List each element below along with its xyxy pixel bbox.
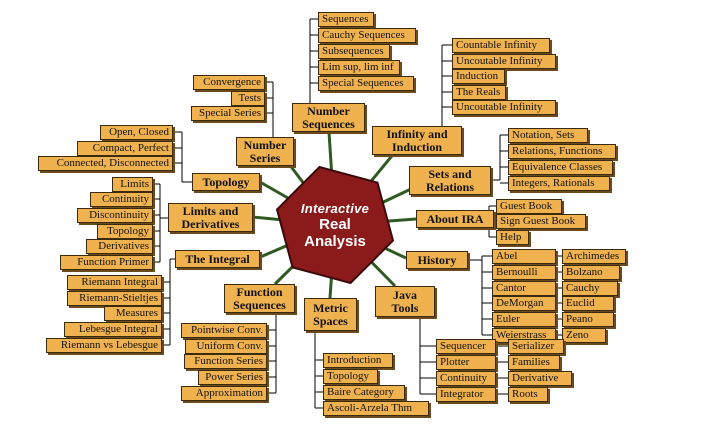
leaf-continuity[interactable]: Continuity [90, 192, 153, 207]
leaf-lebesgue-integral[interactable]: Lebesgue Integral [64, 322, 162, 337]
leaf-induction[interactable]: Induction [452, 69, 505, 84]
leaf-zeno[interactable]: Zeno [562, 328, 606, 343]
leaf-special-sequences[interactable]: Special Sequences [318, 76, 414, 91]
leaf-baire-category[interactable]: Baire Category [323, 385, 405, 400]
leaf-integrator[interactable]: Integrator [436, 387, 496, 402]
category-java-tools[interactable]: Java Tools [375, 286, 435, 317]
leaf-approximation[interactable]: Approximation [181, 386, 267, 401]
leaf-roots[interactable]: Roots [508, 387, 548, 402]
leaf-cantor[interactable]: Cantor [492, 281, 556, 296]
leaf-serializer[interactable]: Serializer [508, 339, 564, 354]
leaf-riemann-integral[interactable]: Riemann Integral [67, 275, 162, 290]
category-number-series[interactable]: Number Series [236, 137, 294, 166]
leaf-bolzano[interactable]: Bolzano [562, 265, 620, 280]
leaf-continuity-applet[interactable]: Continuity [436, 371, 496, 386]
leaf-measures[interactable]: Measures [104, 306, 162, 321]
leaf-families[interactable]: Families [508, 355, 560, 370]
leaf-subsequences[interactable]: Subsequences [318, 44, 390, 59]
category-about-ira[interactable]: About IRA [416, 210, 494, 228]
category-limits-derivatives[interactable]: Limits and Derivatives [168, 203, 253, 232]
leaf-help[interactable]: Help [496, 230, 529, 245]
leaf-uncountable-infinity-1[interactable]: Uncoutable Infinity [452, 54, 556, 69]
leaf-euclid[interactable]: Euclid [562, 296, 614, 311]
category-function-sequences[interactable]: Function Sequences [224, 284, 295, 313]
leaf-plotter[interactable]: Plotter [436, 355, 496, 370]
leaf-lim-sup-inf[interactable]: Lim sup, lim inf [318, 60, 400, 75]
leaf-cauchy[interactable]: Cauchy [562, 281, 618, 296]
leaf-euler[interactable]: Euler [492, 312, 556, 327]
leaf-metric-topology[interactable]: Topology [323, 369, 378, 384]
leaf-ascoli-arzela[interactable]: Ascoli-Arzela Thm [323, 401, 429, 416]
leaf-sequences[interactable]: Sequences [318, 12, 374, 27]
leaf-power-series[interactable]: Power Series [198, 370, 267, 385]
leaf-equivalence-classes[interactable]: Equivalence Classes [508, 160, 613, 175]
leaf-abel[interactable]: Abel [492, 249, 556, 264]
category-number-sequences[interactable]: Number Sequences [292, 103, 365, 132]
leaf-special-series[interactable]: Special Series [191, 106, 265, 121]
leaf-peano[interactable]: Peano [562, 312, 614, 327]
leaf-countable-infinity[interactable]: Countable Infinity [452, 38, 550, 53]
leaf-discontinuity[interactable]: Discontinuity [77, 208, 153, 223]
category-the-integral[interactable]: The Integral [175, 250, 260, 268]
leaf-the-reals[interactable]: The Reals [452, 85, 506, 100]
leaf-cauchy-sequences[interactable]: Cauchy Sequences [318, 28, 416, 43]
leaf-sequencer[interactable]: Sequencer [436, 339, 496, 354]
category-infinity-induction[interactable]: Infinity and Induction [372, 126, 462, 155]
leaf-demorgan[interactable]: DeMorgan [492, 296, 556, 311]
category-history[interactable]: History [406, 251, 468, 269]
center-hub-octagon [275, 165, 395, 285]
leaf-function-series[interactable]: Function Series [184, 354, 267, 369]
leaf-compact-perfect[interactable]: Compact, Perfect [77, 141, 173, 156]
leaf-derivatives[interactable]: Derivatives [86, 239, 153, 254]
leaf-function-primer[interactable]: Function Primer [60, 255, 153, 270]
leaf-convergence[interactable]: Convergence [193, 75, 265, 90]
leaf-riemann-stieltjes[interactable]: Riemann-Stieltjes [67, 291, 162, 306]
leaf-bernoulli[interactable]: Bernoulli [492, 265, 556, 280]
leaf-limits[interactable]: Limits [112, 177, 153, 192]
leaf-introduction[interactable]: Introduction [323, 353, 393, 368]
leaf-limits-topology[interactable]: Topology [97, 224, 153, 239]
leaf-relations-functions[interactable]: Relations, Functions [508, 144, 616, 159]
category-topology[interactable]: Topology [192, 173, 260, 191]
leaf-riemann-vs-lebesgue[interactable]: Riemann vs Lebesgue [46, 338, 162, 353]
leaf-open-closed[interactable]: Open, Closed [100, 125, 173, 140]
leaf-archimedes[interactable]: Archimedes [562, 249, 626, 264]
leaf-sign-guest-book[interactable]: Sign Guest Book [496, 214, 586, 229]
leaf-guest-book[interactable]: Guest Book [496, 199, 562, 214]
leaf-notation-sets[interactable]: Notation, Sets [508, 128, 588, 143]
leaf-pointwise-conv[interactable]: Pointwise Conv. [181, 323, 267, 338]
leaf-uniform-conv[interactable]: Uniform Conv. [185, 339, 267, 354]
leaf-derivative[interactable]: Derivative [508, 371, 572, 386]
leaf-uncountable-infinity-2[interactable]: Uncoutable Infinity [452, 100, 556, 115]
category-metric-spaces[interactable]: Metric Spaces [304, 298, 357, 331]
leaf-connected-disconnected[interactable]: Connected, Disconnected [38, 156, 173, 171]
leaf-tests[interactable]: Tests [231, 91, 265, 106]
leaf-integers-rationals[interactable]: Integers, Rationals [508, 176, 610, 191]
category-sets-relations[interactable]: Sets and Relations [409, 166, 491, 195]
